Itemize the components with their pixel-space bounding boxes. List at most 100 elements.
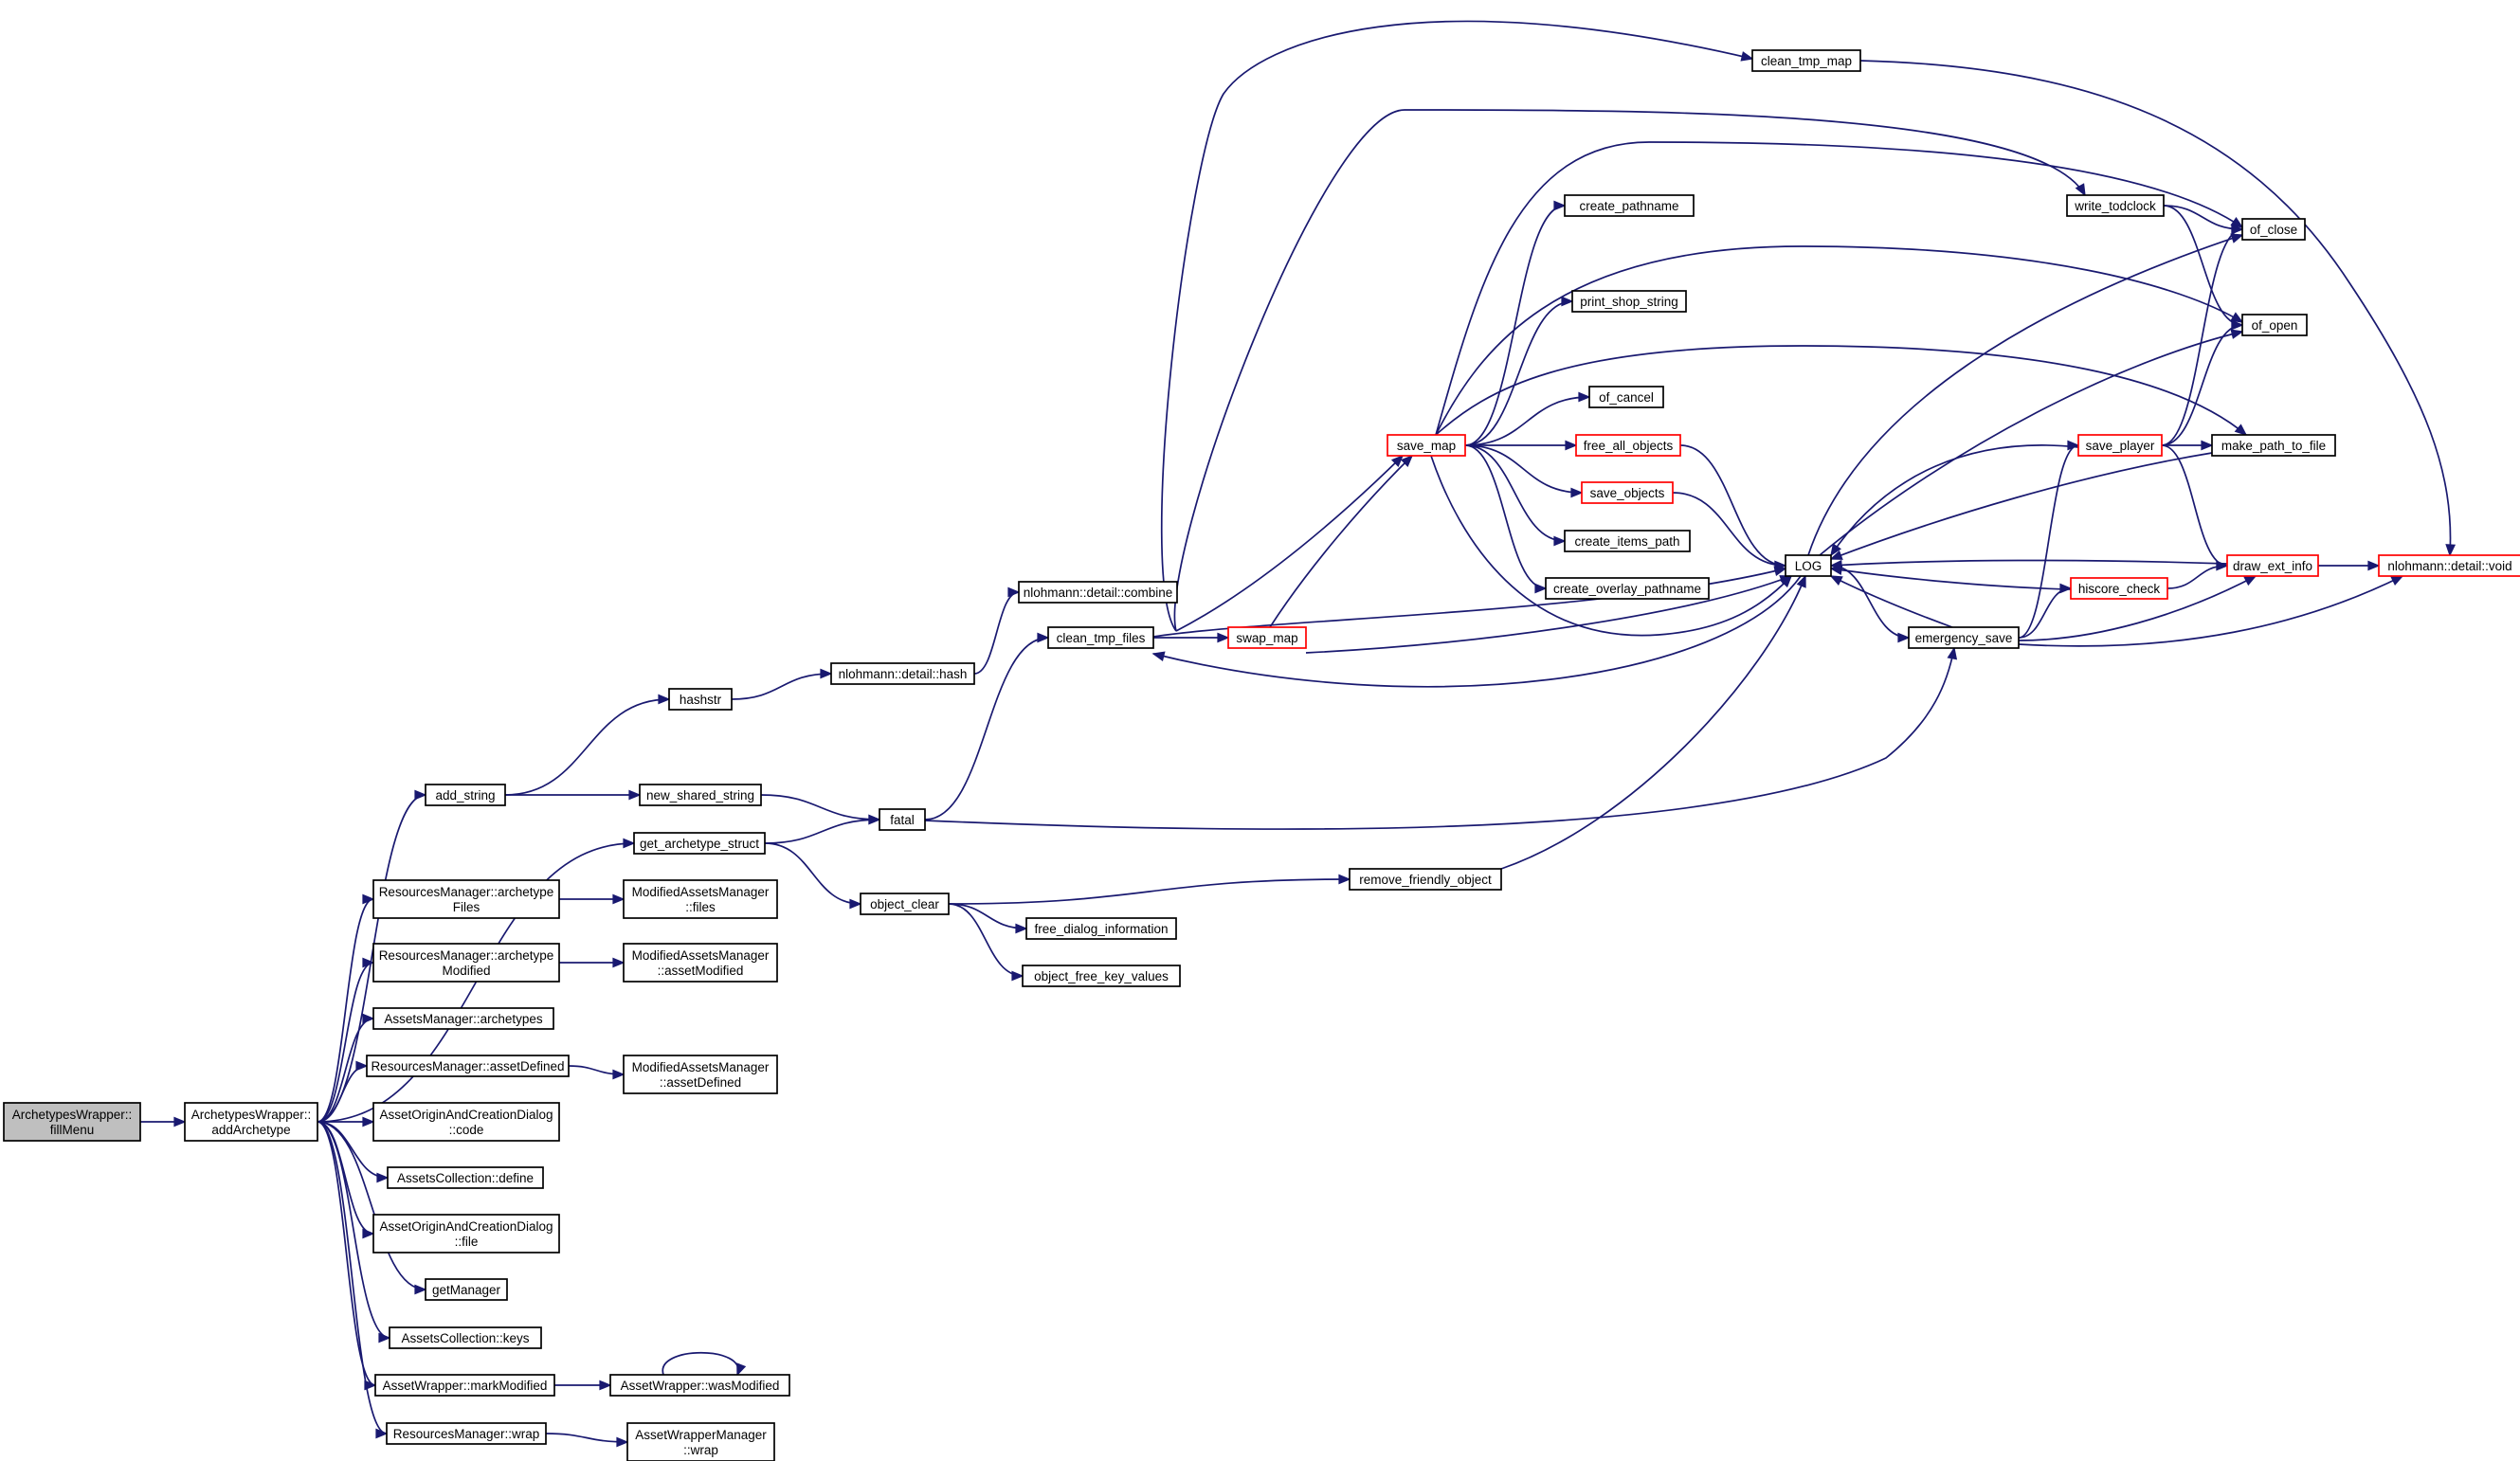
- node-box: [1545, 577, 1710, 600]
- edge-hiscore_check-to-LOG: [1829, 565, 2072, 590]
- node-create_overlay_pathname[interactable]: create_overlay_pathname: [1545, 577, 1710, 600]
- node-label: make_path_to_file: [2221, 439, 2326, 453]
- node-create_pathname[interactable]: create_pathname: [1564, 194, 1695, 217]
- node-label: clean_tmp_map: [1761, 54, 1852, 68]
- node-label: LOG: [1795, 559, 1822, 573]
- arrowhead: [364, 1380, 377, 1391]
- edge-line: [2018, 587, 2072, 639]
- edge-line: [317, 1121, 390, 1339]
- node-get_archetype_struct[interactable]: get_archetype_struct: [633, 832, 766, 855]
- edge-save_player-to-of_open: [2161, 319, 2244, 446]
- node-print_shop_string[interactable]: print_shop_string: [1571, 290, 1687, 313]
- node-free_all_objects[interactable]: free_all_objects: [1575, 434, 1681, 457]
- node-box: [387, 1166, 544, 1189]
- node-label: ResourcesManager::wrap: [393, 1427, 540, 1441]
- node-aocd_code[interactable]: AssetOriginAndCreationDialog::code: [372, 1102, 560, 1142]
- node-label: ::assetModified: [658, 964, 744, 978]
- node-box: [1387, 434, 1466, 457]
- node-box: [1908, 626, 2020, 649]
- node-mam_assetModified[interactable]: ModifiedAssetsManager::assetModified: [623, 943, 778, 983]
- node-save_player[interactable]: save_player: [2077, 434, 2163, 457]
- node-save_objects[interactable]: save_objects: [1581, 481, 1674, 504]
- node-rm_wrap[interactable]: ResourcesManager::wrap: [386, 1422, 547, 1445]
- node-aocd_file[interactable]: AssetOriginAndCreationDialog::file: [372, 1214, 560, 1254]
- edge-swap_map-to-save_map: [1269, 454, 1414, 628]
- node-clean_tmp_map[interactable]: clean_tmp_map: [1751, 49, 1861, 72]
- node-draw_ext_info[interactable]: draw_ext_info: [2226, 554, 2319, 577]
- arrowhead: [362, 1116, 375, 1127]
- node-add_string[interactable]: add_string: [425, 784, 506, 806]
- arrowhead: [1015, 923, 1028, 934]
- edge-addArchetype-to-rm_modified: [317, 957, 375, 1123]
- node-write_todclock[interactable]: write_todclock: [2066, 194, 2165, 217]
- node-of_close[interactable]: of_close: [2241, 218, 2306, 241]
- node-label: of_cancel: [1599, 390, 1654, 405]
- node-label: ::files: [685, 900, 716, 914]
- node-fillMenu[interactable]: ArchetypesWrapper::fillMenu: [3, 1102, 141, 1142]
- edge-line: [764, 819, 880, 844]
- edge-line: [1830, 565, 1910, 639]
- node-label: free_all_objects: [1584, 439, 1674, 453]
- node-of_cancel[interactable]: of_cancel: [1588, 386, 1664, 408]
- node-label: fillMenu: [50, 1123, 95, 1137]
- edge-line: [1464, 444, 1547, 589]
- node-new_shared_string[interactable]: new_shared_string: [639, 784, 762, 806]
- node-ac_define[interactable]: AssetsCollection::define: [387, 1166, 544, 1189]
- node-of_open[interactable]: of_open: [2241, 314, 2308, 336]
- edge-addArchetype-to-rm_files: [317, 893, 375, 1123]
- node-object_clear[interactable]: object_clear: [860, 893, 950, 915]
- node-label: Files: [453, 900, 480, 914]
- node-fatal[interactable]: fatal: [879, 808, 926, 831]
- node-aw_markModified[interactable]: AssetWrapper::markModified: [374, 1374, 555, 1397]
- node-mam_files[interactable]: ModifiedAssetsManager::files: [623, 879, 778, 919]
- node-emergency_save[interactable]: emergency_save: [1908, 626, 2020, 649]
- node-save_map[interactable]: save_map: [1387, 434, 1466, 457]
- edge-line: [317, 1018, 374, 1123]
- edge-save_objects-to-LOG: [1672, 492, 1787, 571]
- edge-line: [2018, 444, 2079, 639]
- edge-line: [2163, 205, 2243, 326]
- node-nd_void[interactable]: nlohmann::detail::void: [2378, 554, 2520, 577]
- arrowhead: [2390, 575, 2404, 586]
- node-make_path_to_file[interactable]: make_path_to_file: [2211, 434, 2336, 457]
- node-nd_combine[interactable]: nlohmann::detail::combine: [1018, 581, 1178, 604]
- arrowhead: [355, 1060, 369, 1072]
- node-nd_hash[interactable]: nlohmann::detail::hash: [830, 662, 975, 685]
- node-box: [1022, 965, 1181, 987]
- edge-line: [317, 962, 374, 1123]
- node-box: [830, 662, 975, 685]
- edge-line: [924, 647, 1955, 830]
- edge-new_shared_string-to-fatal: [760, 794, 881, 825]
- node-box: [609, 1374, 790, 1397]
- node-awm_wrap[interactable]: AssetWrapperManager::wrap: [626, 1422, 775, 1461]
- edge-line: [1859, 60, 2452, 556]
- node-swap_map[interactable]: swap_map: [1227, 626, 1307, 649]
- node-hashstr[interactable]: hashstr: [668, 688, 733, 711]
- node-object_free_key_values[interactable]: object_free_key_values: [1022, 965, 1181, 987]
- node-label: AssetWrapperManager: [635, 1428, 767, 1442]
- node-label: of_open: [2252, 318, 2298, 333]
- node-label: new_shared_string: [646, 788, 754, 803]
- node-getManager[interactable]: getManager: [425, 1278, 508, 1301]
- node-remove_friendly_object[interactable]: remove_friendly_object: [1349, 868, 1502, 891]
- node-free_dialog_information[interactable]: free_dialog_information: [1025, 917, 1177, 940]
- node-addArchetype[interactable]: ArchetypesWrapper::addArchetype: [184, 1102, 318, 1142]
- node-clean_tmp_files[interactable]: clean_tmp_files: [1047, 626, 1154, 649]
- edge-draw_ext_info-to-LOG: [1829, 559, 2228, 570]
- edge-line: [2018, 575, 2257, 641]
- node-mam_assetDefined[interactable]: ModifiedAssetsManager::assetDefined: [623, 1055, 778, 1094]
- node-ac_keys[interactable]: AssetsCollection::keys: [389, 1326, 542, 1349]
- node-rm_assetDefined[interactable]: ResourcesManager::assetDefined: [366, 1055, 570, 1077]
- node-LOG[interactable]: LOG: [1785, 554, 1832, 577]
- node-label: write_todclock: [2074, 199, 2156, 213]
- node-hiscore_check[interactable]: hiscore_check: [2070, 577, 2168, 600]
- node-aw_wasModified[interactable]: AssetWrapper::wasModified: [609, 1374, 790, 1397]
- edge-line: [1830, 559, 2228, 567]
- edge-line: [948, 903, 1024, 977]
- edge-line: [948, 903, 1027, 929]
- node-create_items_path[interactable]: create_items_path: [1564, 530, 1691, 552]
- node-am_archetypes[interactable]: AssetsManager::archetypes: [372, 1007, 554, 1030]
- edge-fillMenu-to-addArchetype: [140, 1116, 187, 1127]
